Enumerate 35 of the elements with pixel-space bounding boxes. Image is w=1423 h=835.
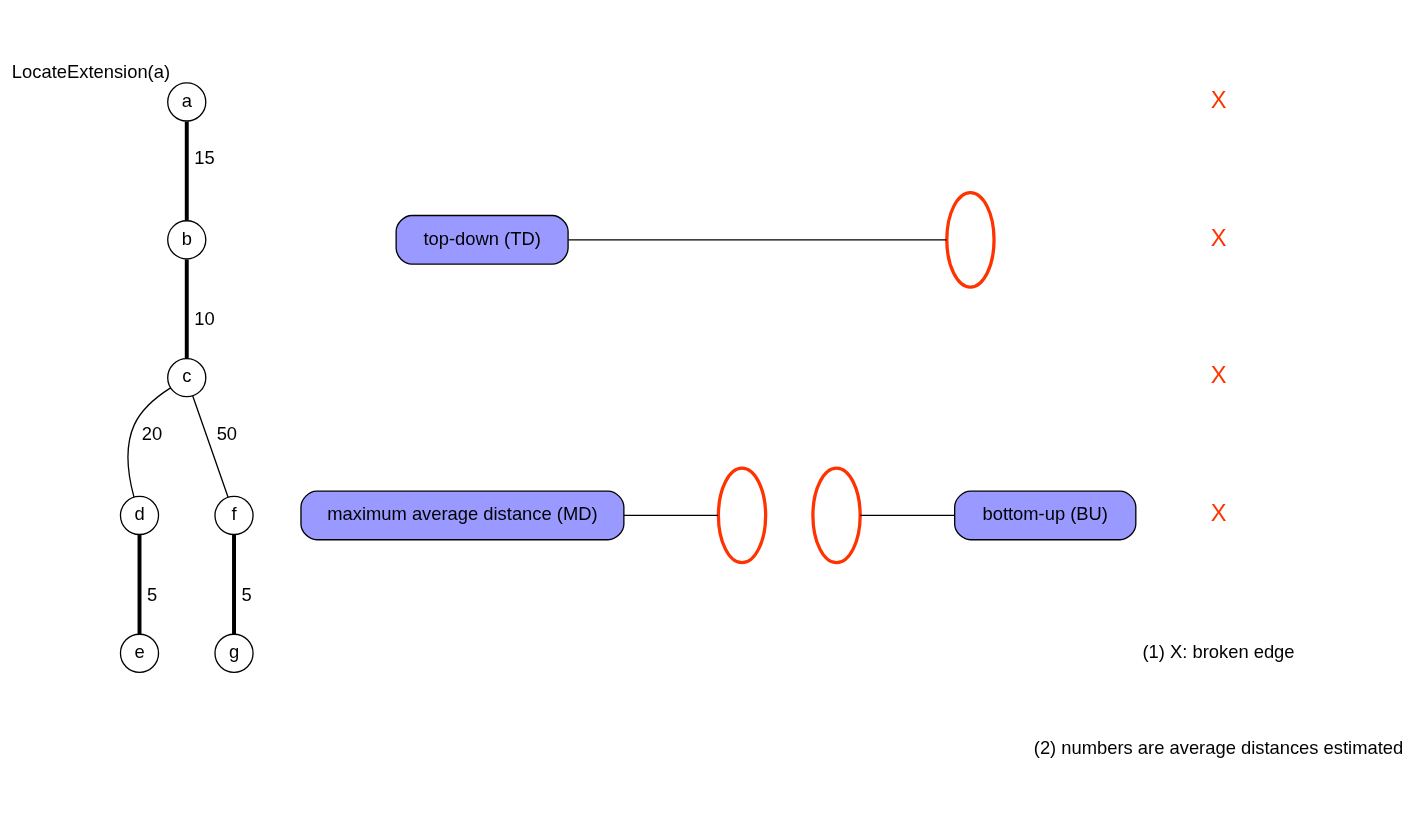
node-circle: b [167,219,207,259]
node-box: top-down (TD) [395,214,569,265]
node-circle: e [119,633,160,673]
edge-label: 5 [146,583,158,605]
connector [192,394,229,498]
connector [127,386,172,498]
connector [232,534,236,634]
node-ellipse [716,466,768,564]
node-circle: d [119,495,160,535]
node-box: maximum average distance (MD) [300,490,625,540]
connector [859,514,956,516]
node-box: bottom-up (BU) [954,490,1137,540]
connector [137,534,142,634]
connector [567,238,948,240]
connector [184,258,189,358]
node-ellipse [811,466,862,564]
label: X [1210,499,1227,526]
edge-label: 20 [141,422,163,444]
edge-label: 50 [216,422,238,444]
node-circle: c [167,357,207,397]
connector [184,121,189,221]
label: X [1210,224,1227,251]
edge-label: 10 [194,307,215,329]
label: (2) numbers are average distances estimated [1033,736,1404,758]
node-circle: f [214,495,254,535]
node-circle: a [167,81,207,122]
edge-label: 15 [194,146,215,168]
label: X [1210,361,1227,388]
node-circle: g [214,633,254,673]
label: X [1210,86,1227,113]
node-ellipse [945,190,996,289]
edge-label: 5 [241,583,252,605]
connector [623,514,719,516]
node-label: LocateExtension(a) [11,60,171,82]
label: (1) X: broken edge [1142,640,1295,662]
